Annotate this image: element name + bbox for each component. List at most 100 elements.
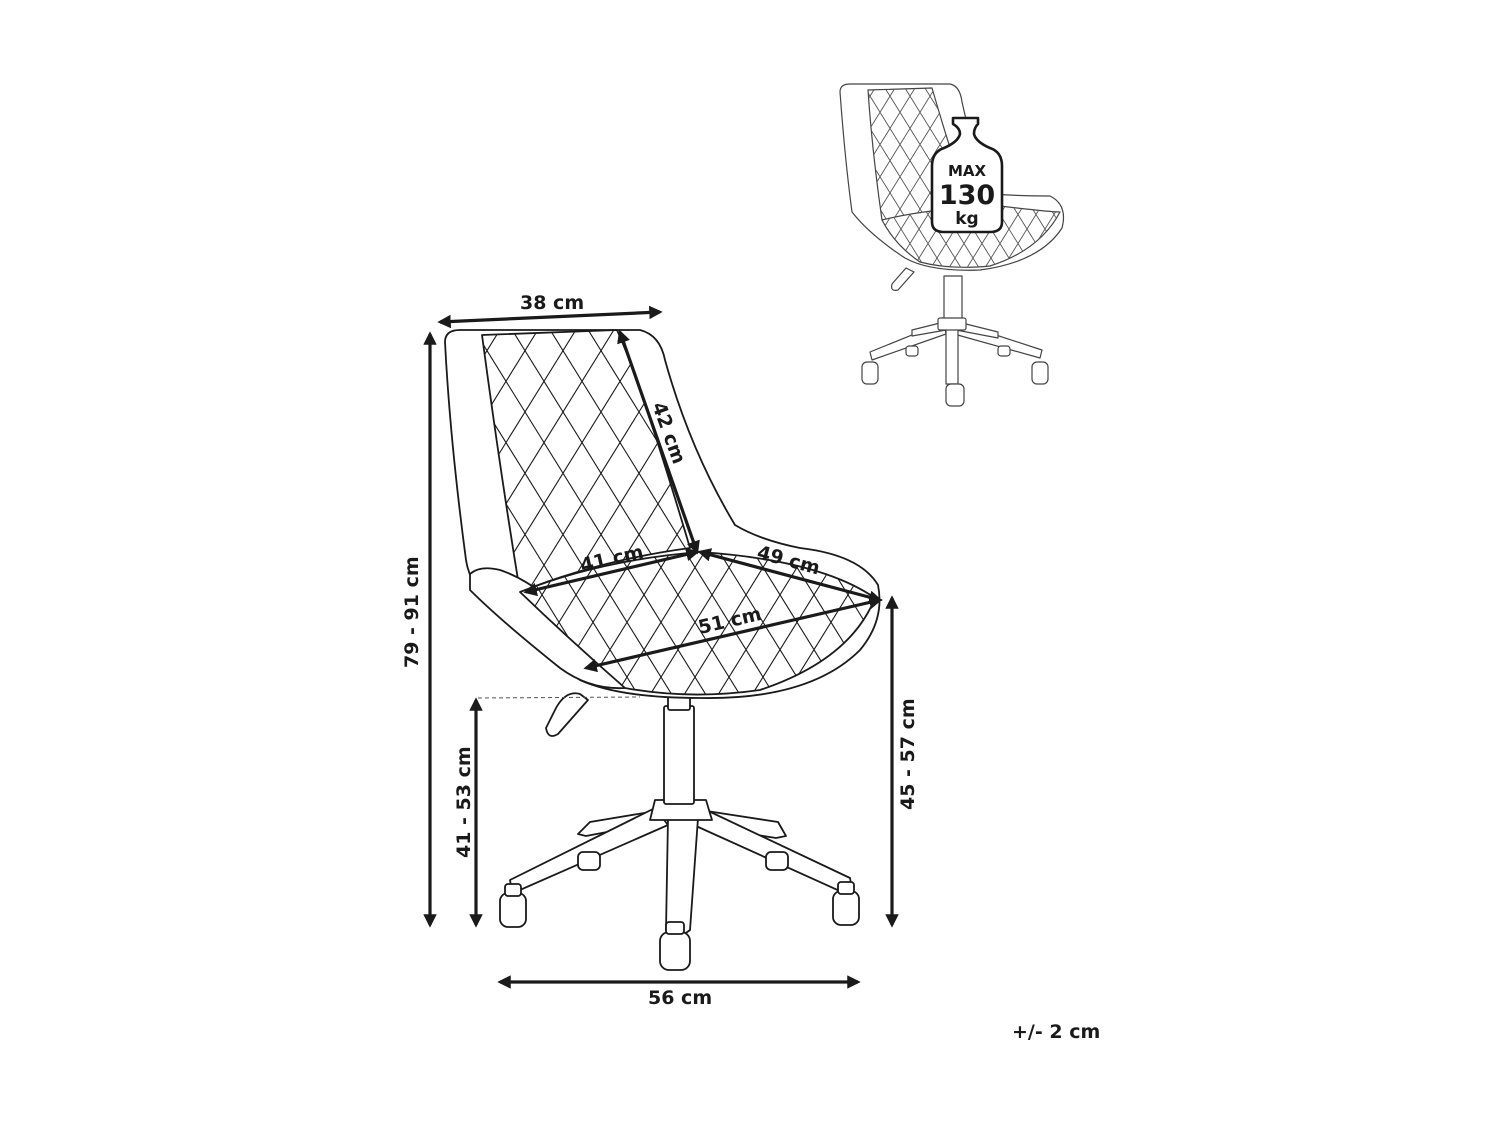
quilt-stitch — [1135, 200, 1182, 275]
quilt-stitch — [879, 540, 984, 710]
quilt-stitch — [1120, 80, 1213, 230]
quilt-stitch — [868, 88, 901, 220]
back-height-arrow — [617, 329, 700, 555]
quilt-stitch — [0, 540, 66, 710]
quilt-stitch — [32, 540, 137, 710]
quilt-stitch — [126, 320, 312, 620]
quilt-stitch — [92, 320, 278, 620]
quilt-stitch — [587, 80, 680, 230]
quilt-stitch — [240, 320, 426, 620]
quilt-stitch — [88, 320, 274, 620]
quilt-stitch — [595, 200, 642, 275]
quilt-stitch — [1052, 540, 1157, 710]
quilt-stitch — [0, 540, 100, 710]
quilt-stitch — [950, 540, 1055, 710]
quilt-stitch — [560, 80, 653, 230]
quilt-stitch — [304, 540, 409, 710]
quilt-stitch — [278, 320, 464, 620]
seat-diagonal-arrow — [583, 595, 883, 673]
back-width-label: 38 cm — [520, 292, 584, 314]
quilt-stitch — [984, 540, 1089, 710]
quilt-stitch — [707, 80, 800, 230]
quilt-stitch — [0, 320, 88, 620]
quilt-stitch — [649, 200, 696, 275]
base-width-label: 56 cm — [648, 987, 712, 1009]
quilt-stitch — [627, 80, 720, 230]
quilt-stitch — [721, 200, 768, 275]
quilt-stitch — [700, 80, 793, 230]
quilt-stitch — [66, 540, 171, 710]
quilt-stitch — [0, 320, 164, 620]
quilt-stitch — [801, 200, 848, 275]
quilt-stitch — [1000, 320, 1186, 620]
quilt-stitch — [54, 320, 240, 620]
quilt-stitch — [667, 80, 760, 230]
quilt-stitch — [168, 540, 273, 710]
quilt-stitch — [783, 200, 830, 275]
quilt-stitch — [487, 80, 580, 230]
quilt-stitch — [549, 200, 596, 275]
quilt-stitch — [0, 320, 126, 620]
quilt-stitch — [100, 540, 205, 710]
quilt-stitch — [482, 330, 545, 592]
quilt-stitch — [760, 80, 853, 230]
total-height-label: 79 - 91 cm — [401, 556, 423, 668]
quilt-stitch — [660, 80, 753, 230]
quilt-stitch — [547, 80, 640, 230]
quilt-stitch — [0, 540, 35, 710]
quilt-stitch — [918, 206, 966, 268]
quilt-stitch — [607, 80, 700, 230]
quilt-stitch — [63, 540, 168, 710]
quilt-stitch — [775, 200, 822, 275]
chair-base — [499, 695, 860, 971]
quilt-stitch — [199, 540, 304, 710]
quilt-stitch — [639, 200, 686, 275]
quilt-stitch — [282, 320, 468, 620]
quilt-stitch — [567, 80, 660, 230]
dimension-arrows — [423, 305, 899, 989]
caster — [832, 881, 860, 926]
quilt-stitch — [29, 540, 134, 710]
quilt-stitch — [270, 540, 375, 710]
caster — [659, 921, 691, 971]
quilt-stitch — [0, 540, 103, 710]
quilt-stitch — [693, 200, 740, 275]
quilt-stitch — [868, 88, 934, 220]
quilt-stitch — [0, 320, 50, 620]
caster — [499, 883, 527, 928]
quilt-stitch — [747, 200, 794, 275]
quilt-stitch — [740, 80, 833, 230]
quilt-stitch — [1099, 200, 1146, 275]
quilt-stitch — [130, 320, 316, 620]
quilt-stitch — [1060, 80, 1153, 230]
quilt-stitch — [980, 206, 1028, 268]
quilt-stitch — [0, 320, 160, 620]
quilt-stitch — [206, 320, 392, 620]
quilt-stitch — [913, 540, 1018, 710]
quilt-stitch — [467, 80, 560, 230]
seat-depth-arrow — [523, 547, 700, 597]
quilt-stitch — [527, 80, 620, 230]
quilt-stitch — [882, 540, 987, 710]
quilt-stitch — [0, 320, 12, 620]
quilt-stitch — [1063, 200, 1110, 275]
quilt-stitch — [1071, 200, 1118, 275]
max-load-badge: MAX 130 kg — [930, 116, 1004, 234]
quilt-stitch — [685, 200, 732, 275]
quilt-stitch — [580, 80, 673, 230]
quilt-stitch — [233, 540, 338, 710]
quilt-stitch — [603, 200, 650, 275]
tolerance-label: +/- 2 cm — [1012, 1021, 1100, 1043]
quilt-stitch — [1089, 200, 1136, 275]
quilt-stitch — [372, 540, 477, 710]
quilt-stitch — [202, 540, 307, 710]
quilt-stitch — [657, 200, 704, 275]
quilt-stitch — [12, 320, 198, 620]
main-chair-drawing — [0, 320, 1186, 971]
max-label: MAX — [948, 162, 987, 180]
quilt-stitch — [747, 80, 840, 230]
quilt-stitch — [868, 88, 941, 220]
quilt-stitch — [640, 80, 733, 230]
quilt-stitch — [0, 540, 69, 710]
quilt-stitch — [507, 80, 600, 230]
